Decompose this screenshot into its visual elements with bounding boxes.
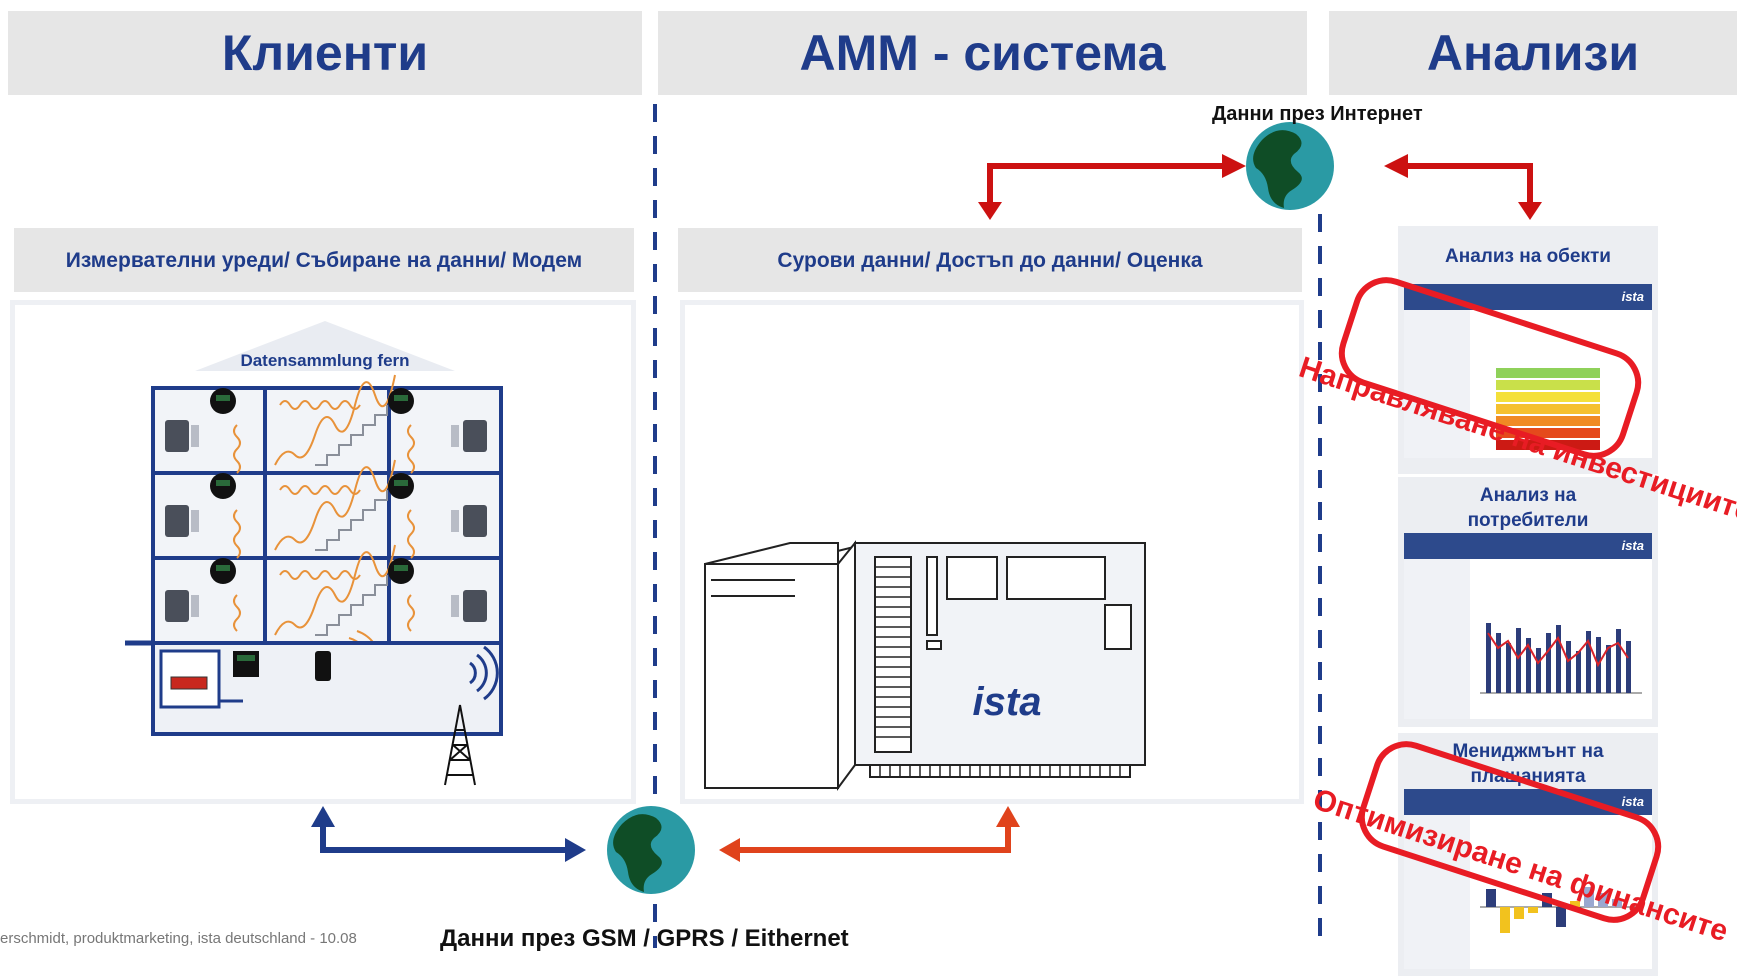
building-label: Datensammlung fern bbox=[240, 351, 409, 370]
server-panel: ista bbox=[680, 300, 1304, 804]
consumers-bar-chart bbox=[1480, 623, 1642, 694]
meter-icons bbox=[210, 388, 414, 584]
server-diagram: ista bbox=[704, 540, 1146, 792]
column-header-clients: Клиенти bbox=[8, 11, 642, 95]
card-title-objects: Анализ на обекти bbox=[1445, 246, 1611, 267]
card-object-analysis: Анализ на обекти ista bbox=[1398, 226, 1658, 474]
stamp-finance: Оптимизиране на финансите bbox=[1309, 732, 1737, 948]
column-header-analysis: Анализи bbox=[1329, 11, 1737, 95]
card-title-consumers: Анализ на потребители bbox=[1467, 485, 1589, 531]
internet-data-label: Данни през Интернет bbox=[1212, 103, 1423, 125]
footer-credit: erschmidt, produktmarketing, ista deutsc… bbox=[0, 930, 357, 947]
server-brand: ista bbox=[973, 680, 1042, 724]
card-screenshot-consumers: ista bbox=[1404, 533, 1652, 719]
internet-arrow-right bbox=[1408, 163, 1533, 205]
subheader-clients: Измервателни уреди/ Събиране на данни/ М… bbox=[14, 228, 634, 292]
internet-arrow-left bbox=[987, 163, 1222, 205]
server-vents bbox=[875, 566, 1121, 777]
gsm-arrow-right bbox=[740, 827, 1011, 853]
card-title-payments: Мениджмънт на плащанията bbox=[1452, 741, 1604, 787]
card-screenshot-payments: ista bbox=[1404, 789, 1652, 969]
card-brand-objects: ista bbox=[1621, 289, 1644, 304]
building-panel: Datensammlung fern bbox=[10, 300, 636, 804]
card-payment-management: Мениджмънт на плащанията ista bbox=[1398, 733, 1658, 976]
card-brand-consumers: ista bbox=[1621, 538, 1644, 553]
gsm-arrow-left bbox=[320, 827, 565, 853]
column-header-amm-system: АММ - система bbox=[658, 11, 1307, 95]
internet-globe-icon bbox=[1246, 122, 1334, 210]
stamp-investments: Направляване на инвестициите bbox=[1295, 268, 1737, 529]
card-consumer-analysis: Анализ на потребители ista bbox=[1398, 477, 1658, 727]
gsm-data-label: Данни през GSM / GPRS / Eithernet bbox=[440, 925, 849, 952]
card-screenshot-objects: ista bbox=[1404, 284, 1652, 458]
gsm-globe-icon bbox=[607, 806, 695, 894]
card-brand-payments: ista bbox=[1621, 794, 1644, 809]
subheader-amm: Сурови данни/ Достъп до данни/ Оценка bbox=[678, 228, 1302, 292]
objects-heatmap bbox=[1496, 368, 1600, 450]
payments-bar-chart bbox=[1480, 887, 1642, 933]
building-diagram: Datensammlung fern bbox=[125, 321, 503, 786]
